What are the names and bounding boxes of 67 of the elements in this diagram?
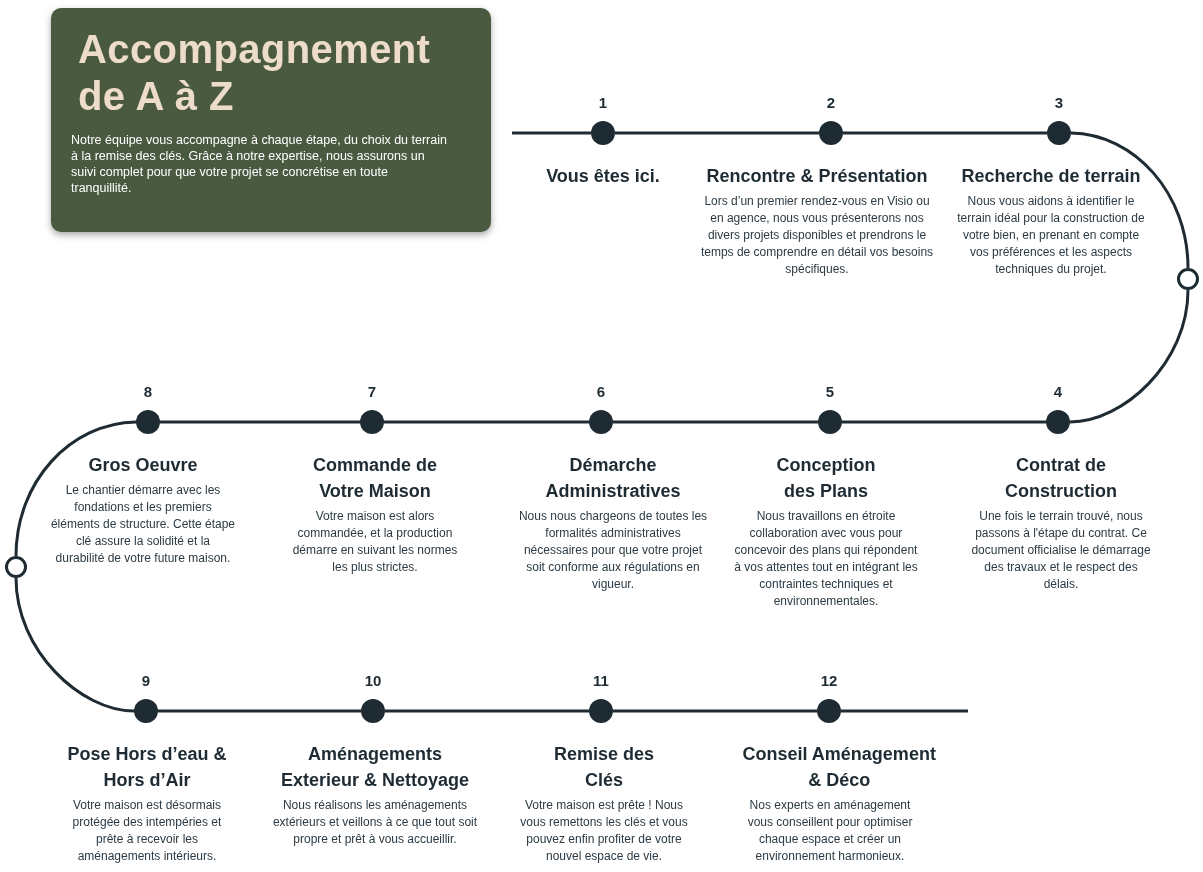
step-description: Nous travaillons en étroite collaboration avec vous pour concevoir des plans qui répondent à vos attentes tout en intégrant les contraintes techniques et environnementales.	[733, 508, 919, 610]
connector-curve	[14, 420, 137, 557]
step-title: Vous êtes ici.	[546, 165, 660, 188]
step-number: 6	[596, 383, 606, 401]
step-description: Le chantier démarre avec les fondations et les premiers éléments de structure. Cette étape clé assure la solidité et la durabilité de votre future maison.	[50, 482, 236, 567]
step-title: Gros Oeuvre	[88, 454, 198, 477]
timeline-dot	[134, 699, 158, 723]
step-number: 3	[1054, 94, 1064, 112]
connector-line	[160, 420, 360, 424]
timeline-dot	[1047, 121, 1071, 145]
step-title: Conception des Plans	[776, 454, 876, 503]
step-title: Démarche Administratives	[545, 454, 681, 503]
step-title: Remise des Clés	[553, 743, 655, 792]
step-title: Rencontre & Présentation	[706, 165, 928, 188]
step-number: 10	[364, 672, 382, 690]
timeline-dot	[136, 410, 160, 434]
step-title: Conseil Aménagement & Déco	[742, 743, 936, 792]
step-description: Nous réalisons les aménagements extérieurs et veillons à ce que tout soit propre et prêt à vous accueillir.	[272, 797, 478, 848]
step-description: Nos experts en aménagement vous conseillent pour optimiser chaque espace et créer un environnement harmonieux.	[746, 797, 914, 865]
connector-line	[841, 709, 968, 713]
timeline-dot	[1046, 410, 1070, 434]
connector-line	[615, 131, 819, 135]
step-description: Votre maison est désormais protégée des intempéries et prête à recevoir les aménagements intérieurs.	[71, 797, 223, 865]
timeline-dot	[589, 699, 613, 723]
step-number: 2	[826, 94, 836, 112]
card-title: Accompagnement de A à Z	[78, 26, 431, 120]
connector-curve	[1069, 289, 1190, 424]
step-title: Pose Hors d’eau & Hors d’Air	[67, 743, 227, 792]
step-number: 7	[367, 383, 377, 401]
connector-line	[613, 420, 818, 424]
step-description: Une fois le terrain trouvé, nous passons à l'étape du contrat. Ce document officialise le démarrage des travaux et le respect des délais.	[970, 508, 1152, 593]
step-title: Aménagements Exterieur & Nettoyage	[280, 743, 470, 792]
card-description: Notre équipe vous accompagne à chaque étape, du choix du terrain à la remise des clés. Grâce à notre expertise, nous assurons un suivi complet pour que votre projet se concrétise en toute tranquillité.	[71, 132, 448, 196]
step-description: Nous nous chargeons de toutes les formalités administratives nécessaires pour que votre projet soit conforme aux régulations en vigueur.	[517, 508, 709, 593]
step-number: 9	[141, 672, 151, 690]
timeline-ring	[5, 556, 27, 578]
timeline-dot	[360, 410, 384, 434]
step-description: Votre maison est alors commandée, et la production démarre en suivant les normes les plus strictes.	[291, 508, 459, 576]
connector-curve	[14, 577, 135, 713]
timeline-ring	[1177, 268, 1199, 290]
timeline-dot	[591, 121, 615, 145]
step-title: Contrat de Construction	[1005, 454, 1117, 503]
connector-line	[842, 420, 1046, 424]
step-number: 4	[1053, 383, 1063, 401]
connector-line	[384, 420, 589, 424]
timeline-dot	[818, 410, 842, 434]
connector-line	[613, 709, 817, 713]
connector-line	[385, 709, 589, 713]
step-description: Lors d’un premier rendez-vous en Visio ou en agence, nous vous présenterons nos divers projets disponibles et prendrons le temps de comprendre en détail vos besoins spécifiques.	[699, 193, 935, 278]
connector-curve	[1070, 131, 1190, 269]
step-number: 1	[598, 94, 608, 112]
connector-line	[158, 709, 361, 713]
step-description: Nous vous aidons à identifier le terrain idéal pour la construction de votre bien, en prenant en compte vos préférences et les aspects techniques du projet.	[957, 193, 1145, 278]
step-number: 5	[825, 383, 835, 401]
title-card	[51, 8, 491, 232]
connector-line	[843, 131, 1047, 135]
timeline-dot	[819, 121, 843, 145]
connector-line	[512, 131, 591, 135]
timeline-dot	[589, 410, 613, 434]
step-title: Commande de Votre Maison	[313, 454, 437, 503]
step-number: 8	[143, 383, 153, 401]
step-description: Votre maison est prête ! Nous vous remettons les clés et vous pouvez enfin profiter de votre nouvel espace de vie.	[519, 797, 689, 865]
step-number: 12	[820, 672, 838, 690]
step-title: Recherche de terrain	[961, 165, 1141, 188]
timeline-dot	[817, 699, 841, 723]
step-number: 11	[593, 672, 609, 690]
timeline-dot	[361, 699, 385, 723]
